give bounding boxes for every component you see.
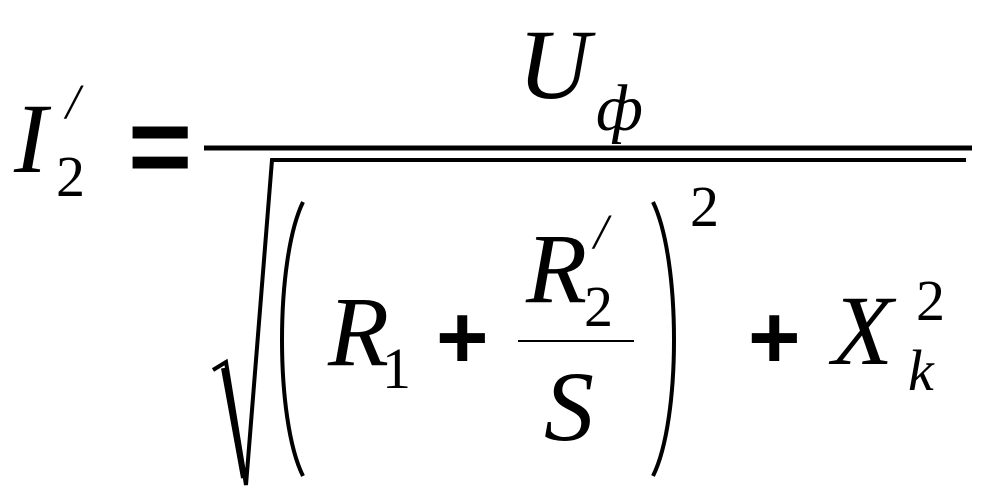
plus-sign-2: + [748, 288, 801, 388]
lhs-symbol: I [13, 83, 52, 194]
lhs-current: I / 2 [13, 73, 85, 209]
x-exponent: 2 [916, 268, 945, 333]
lhs-prime: / [63, 73, 84, 129]
inner-num-subscript: 2 [584, 274, 613, 339]
inner-fraction: R / 2 S [518, 203, 634, 462]
numerator: U ф [518, 9, 643, 145]
x-symbol: X [828, 275, 897, 386]
plus-sign-1: + [436, 288, 489, 388]
inner-num-symbol: R [525, 213, 587, 324]
r1-subscript: 1 [382, 336, 411, 401]
r1-symbol: R [327, 276, 389, 387]
paren-exponent: 2 [690, 174, 719, 239]
x-subscript: k [908, 338, 935, 403]
right-parenthesis [651, 201, 676, 477]
inner-den-symbol: S [544, 351, 594, 462]
lhs-subscript: 2 [56, 144, 85, 209]
equals-sign: = [128, 85, 192, 208]
inner-num-prime: / [591, 203, 612, 259]
xk-term: X 2 k [828, 268, 945, 403]
r1-term: R 1 [327, 276, 411, 401]
numerator-subscript: ф [596, 72, 643, 145]
left-parenthesis [280, 201, 305, 477]
sqrt-sign [211, 158, 966, 486]
numerator-symbol: U [518, 9, 596, 120]
